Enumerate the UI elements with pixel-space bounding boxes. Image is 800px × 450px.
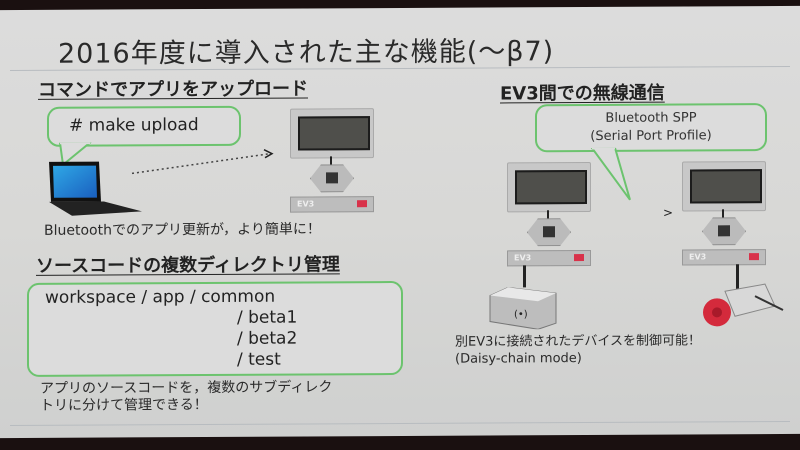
spp-text: Bluetooth SPP (Serial Port Profile) xyxy=(590,110,712,145)
svg-text:(•): (•) xyxy=(514,309,528,320)
ev3-brick-icon: EV3 xyxy=(290,108,374,213)
laptop-icon xyxy=(49,161,142,216)
caption-line: 別EV3に接続されたデバイスを制御可能！ xyxy=(455,333,701,350)
caption-line: アプリのソースコードを，複数のサブディレク xyxy=(40,379,333,397)
tree-line: / test xyxy=(237,349,281,370)
bubble-tail xyxy=(58,142,93,167)
upload-heading: コマンドでアプリをアップロード xyxy=(38,78,308,101)
wireless-heading: EV3間での無線通信 xyxy=(500,82,665,105)
caption-line: (Daisy-chain mode) xyxy=(455,351,582,367)
make-upload-command: # make upload xyxy=(69,115,199,136)
directory-caption: アプリのソースコードを，複数のサブディレク トリに分けて管理できる！ xyxy=(40,379,332,415)
presentation-slide: 2016年度に導入された主な機能(〜β7) コマンドでアプリをアップロード # … xyxy=(0,5,800,439)
make-upload-bubble: # make upload xyxy=(47,105,241,147)
caption-line: トリに分けて管理できる！ xyxy=(40,397,208,414)
link-arrow-icon: > xyxy=(663,205,674,220)
ev3-brick-icon: EV3 xyxy=(682,161,766,266)
tree-line: / beta1 xyxy=(237,307,298,328)
cable xyxy=(523,265,526,288)
footer-divider xyxy=(10,420,790,427)
upload-arrow-icon xyxy=(131,149,274,175)
touch-sensor-icon: (•) xyxy=(489,287,557,330)
directory-tree: workspace / app / common / beta1 / beta2… xyxy=(45,287,297,372)
directory-heading: ソースコードの複数ディレクトリ管理 xyxy=(36,254,340,277)
ev3-brick-icon: EV3 xyxy=(507,161,591,267)
upload-caption: Bluetoothでのアプリ更新が，より簡単に！ xyxy=(44,221,321,239)
daisy-chain-caption: 別EV3に接続されたデバイスを制御可能！ (Daisy-chain mode) xyxy=(455,332,701,367)
directory-tree-box: workspace / app / common / beta1 / beta2… xyxy=(27,280,403,377)
slide-title: 2016年度に導入された主な機能(〜β7) xyxy=(58,36,555,70)
spp-bubble-tail xyxy=(590,147,631,201)
motor-icon xyxy=(703,283,784,327)
tree-line: / beta2 xyxy=(237,328,298,349)
spp-bubble: Bluetooth SPP (Serial Port Profile) xyxy=(535,103,767,153)
tree-line: workspace / app / common xyxy=(45,286,276,308)
